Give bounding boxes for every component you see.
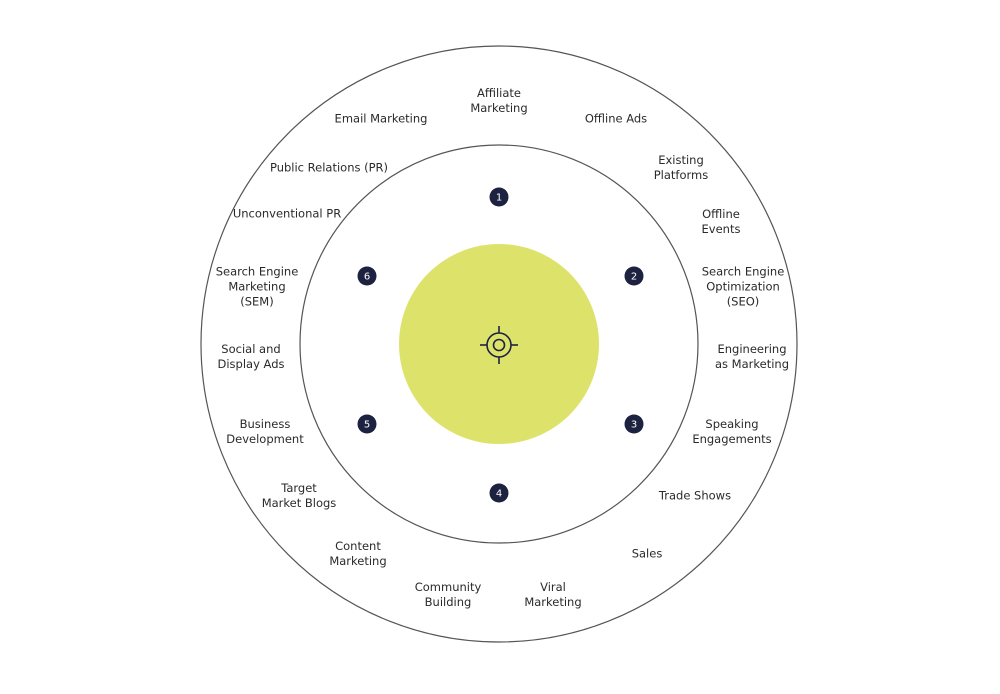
outer-ring xyxy=(200,45,798,643)
channel-label-line: (SEO) xyxy=(726,294,760,309)
channel-label-line: Engineering xyxy=(717,342,787,356)
channel-label-line: Development xyxy=(226,432,304,446)
channel-engineering-as-marketing: Engineering as Marketing xyxy=(715,342,789,372)
channel-label-line: Events xyxy=(701,222,741,236)
channel-label-line: Marketing xyxy=(524,595,582,609)
stage-badge-1: 1 xyxy=(489,187,509,207)
channel-label-line: Platforms xyxy=(653,168,709,182)
channel-label-line: Search Engine xyxy=(701,264,785,279)
stage-badge-6: 6 xyxy=(357,266,377,286)
channel-label-line: (SEM) xyxy=(240,294,274,309)
channel-label-line: Target xyxy=(281,481,317,495)
channel-label-line: Business xyxy=(239,417,291,431)
channel-business-development: Business Development xyxy=(226,417,303,447)
stage-badge-number: 4 xyxy=(496,489,502,500)
inner-ring xyxy=(299,144,699,544)
channel-sem: Search Engine Marketing (SEM) xyxy=(216,265,299,310)
channel-email-marketing: Email Marketing xyxy=(335,112,428,127)
channel-label-line: Speaking xyxy=(705,417,759,431)
channel-label-line: Marketing xyxy=(329,554,387,568)
channel-label-line: Optimization xyxy=(706,279,780,294)
channel-label-line: Unconventional PR xyxy=(232,206,342,221)
stage-badge-3: 3 xyxy=(624,414,644,434)
channel-affiliate-marketing: Affiliate Marketing xyxy=(470,86,527,116)
stage-badge-number: 6 xyxy=(364,272,370,283)
stage-badges: 1 2 3 4 5 6 xyxy=(357,187,644,503)
channel-label-line: Existing xyxy=(658,153,704,167)
channel-viral-marketing: Viral Marketing xyxy=(524,580,581,610)
channel-label-line: Building xyxy=(424,595,472,609)
stage-badge-4: 4 xyxy=(489,483,509,503)
stage-badge-2: 2 xyxy=(624,266,644,286)
channel-label-line: Market Blogs xyxy=(261,496,337,510)
channel-seo: Search Engine Optimization (SEO) xyxy=(702,265,785,310)
channel-label-line: Display Ads xyxy=(217,357,285,371)
channel-label-line: Offline Ads xyxy=(584,111,648,126)
channel-label-line: Social and xyxy=(221,342,281,356)
stage-badge-number: 3 xyxy=(631,420,637,431)
center-circle xyxy=(399,244,599,444)
channel-label-line: Public Relations (PR) xyxy=(269,160,389,175)
channel-label-line: Search Engine xyxy=(215,264,299,279)
stage-badge-number: 1 xyxy=(496,193,502,204)
channel-community-building: Community Building xyxy=(415,580,482,610)
channel-label-line: Sales xyxy=(631,546,663,561)
channel-trade-shows: Trade Shows xyxy=(659,489,731,504)
channel-label-line: Email Marketing xyxy=(334,111,428,126)
channel-label-line: Marketing xyxy=(470,101,528,115)
channel-content-marketing: Content Marketing xyxy=(329,539,386,569)
channel-existing-platforms: Existing Platforms xyxy=(654,153,709,183)
channel-unconventional-pr: Unconventional PR xyxy=(233,207,341,222)
stage-badge-number: 5 xyxy=(364,420,370,431)
channel-label-line: Content xyxy=(335,539,381,553)
channel-label-line: Marketing xyxy=(228,279,286,294)
channel-label-line: as Marketing xyxy=(714,357,790,371)
channel-public-relations: Public Relations (PR) xyxy=(270,161,388,176)
channel-social-and-display-ads: Social and Display Ads xyxy=(217,342,284,372)
stage-badge-number: 2 xyxy=(631,272,637,283)
channel-offline-ads: Offline Ads xyxy=(585,112,647,127)
channel-speaking-engagements: Speaking Engagements xyxy=(692,417,771,447)
channel-sales: Sales xyxy=(632,547,663,562)
channel-label-line: Viral xyxy=(540,580,566,594)
stage-badge-5: 5 xyxy=(357,414,377,434)
channel-label-line: Engagements xyxy=(692,432,772,446)
channel-label-line: Offline xyxy=(702,207,740,221)
target-crosshair-icon xyxy=(480,326,518,364)
channel-label-line: Community xyxy=(414,580,482,594)
channel-offline-events: Offline Events xyxy=(702,207,741,237)
channel-label-line: Trade Shows xyxy=(658,488,732,503)
channel-label-line: Affiliate xyxy=(476,86,522,100)
channel-target-market-blogs: Target Market Blogs xyxy=(262,481,337,511)
